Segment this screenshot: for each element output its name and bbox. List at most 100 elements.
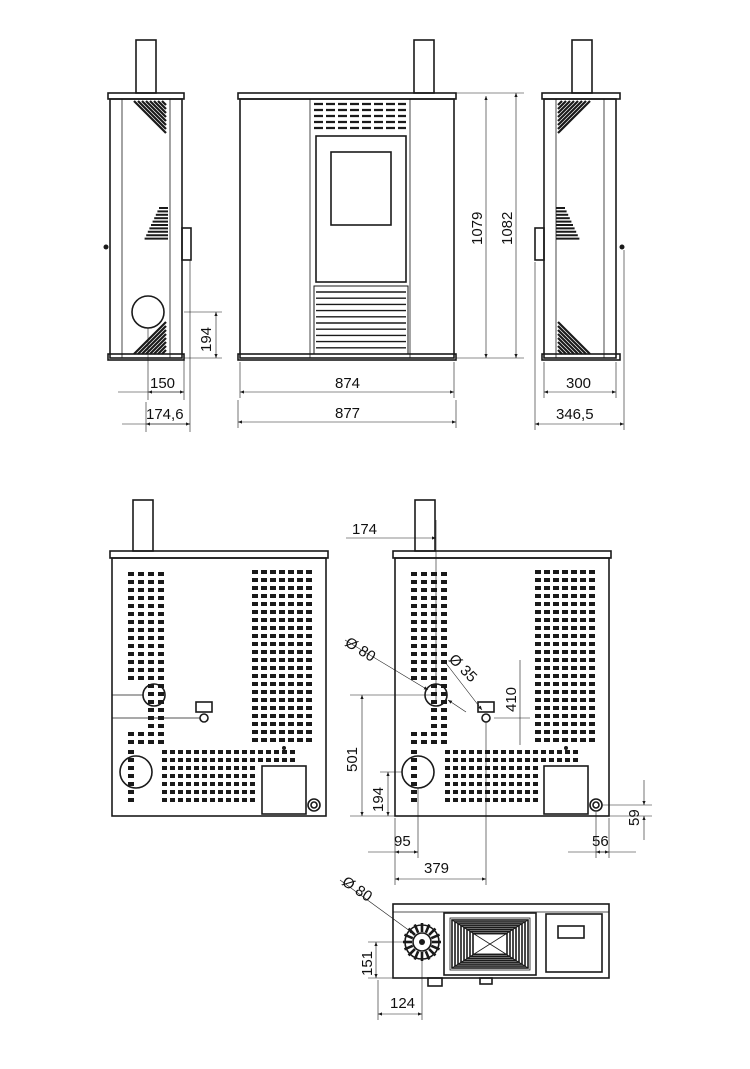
vent-slot	[525, 782, 530, 786]
vent-slot	[441, 652, 447, 656]
vent-slot	[544, 722, 550, 726]
vent-stroke	[133, 100, 167, 134]
vent-slot	[553, 602, 559, 606]
vent-slot	[266, 750, 271, 754]
vent-slot	[242, 798, 247, 802]
vent-slot	[533, 798, 538, 802]
vent-slot	[252, 722, 258, 726]
vent-stroke	[557, 325, 587, 355]
vent-slot	[261, 730, 267, 734]
vent-slot	[261, 714, 267, 718]
vent-slot	[128, 732, 134, 736]
vent-slot	[469, 782, 474, 786]
vent-slot	[261, 706, 267, 710]
vent-slot	[242, 750, 247, 754]
vent-slot	[525, 766, 530, 770]
vent-slot	[218, 758, 223, 762]
vent-slot	[148, 572, 154, 576]
vent-slot	[544, 618, 550, 622]
vent-slot	[170, 774, 175, 778]
vent-slot	[288, 650, 294, 654]
vent-slot	[553, 722, 559, 726]
vent-slot	[571, 690, 577, 694]
vent-slot	[194, 774, 199, 778]
vent-slot	[544, 674, 550, 678]
vent-slot	[589, 610, 595, 614]
dim-95: 95	[394, 833, 411, 850]
vent-slot	[279, 586, 285, 590]
vent-slot	[562, 618, 568, 622]
vent-slot	[565, 750, 570, 754]
vent-slot	[279, 650, 285, 654]
vent-slot	[441, 676, 447, 680]
vent-slot	[138, 588, 144, 592]
vent-slot	[288, 586, 294, 590]
vent-slot	[517, 766, 522, 770]
vent-stroke	[557, 100, 567, 110]
vent-slot	[571, 634, 577, 638]
vent-slot	[535, 690, 541, 694]
vent-slot	[580, 658, 586, 662]
vent-slot	[186, 774, 191, 778]
vent-slot	[533, 750, 538, 754]
grille-ring	[472, 932, 508, 956]
vent-stroke	[557, 329, 583, 355]
vent-slot	[252, 626, 258, 630]
vent-slot	[279, 722, 285, 726]
vent-slot	[421, 596, 427, 600]
vent-slot	[431, 628, 437, 632]
vent-slot	[477, 790, 482, 794]
vent-slot	[562, 602, 568, 606]
vent-slot	[573, 758, 578, 762]
vent-slot	[270, 650, 276, 654]
vent-slot	[270, 618, 276, 622]
vent-slot	[562, 586, 568, 590]
vent-slot	[525, 798, 530, 802]
vent-slot	[288, 642, 294, 646]
vent-slot	[128, 572, 134, 576]
vent-slot	[589, 706, 595, 710]
fin-stroke	[430, 944, 441, 951]
vent-slot	[411, 740, 417, 744]
vent-slot	[571, 618, 577, 622]
vent-slot	[562, 730, 568, 734]
dim-874: 874	[335, 375, 360, 392]
vent-stroke	[557, 341, 571, 355]
vent-slot	[485, 766, 490, 770]
vent-slot	[158, 668, 164, 672]
vent-slot	[445, 758, 450, 762]
vent-slot	[441, 692, 447, 696]
vent-slot	[553, 634, 559, 638]
vent-stroke	[153, 341, 167, 355]
vent-slot	[306, 586, 312, 590]
vent-slot	[580, 634, 586, 638]
vent-slot	[306, 738, 312, 742]
vent-slot	[441, 636, 447, 640]
vent-slot	[270, 658, 276, 662]
vent-stroke	[141, 100, 167, 126]
vent-slot	[194, 782, 199, 786]
vent-slot	[250, 798, 255, 802]
vent-slot	[553, 618, 559, 622]
vent-stroke	[557, 100, 591, 134]
vent-slot	[128, 580, 134, 584]
vent-stroke	[557, 349, 563, 355]
dim-300: 300	[566, 375, 591, 392]
vent-slot	[445, 782, 450, 786]
vent-slot	[270, 666, 276, 670]
vent-slot	[562, 666, 568, 670]
vent-slot	[533, 782, 538, 786]
vent-slot	[501, 766, 506, 770]
vent-slot	[178, 758, 183, 762]
vent-slot	[431, 572, 437, 576]
vent-slot	[226, 782, 231, 786]
vent-slot	[288, 698, 294, 702]
vent-slot	[441, 684, 447, 688]
vent-slot	[501, 750, 506, 754]
vent-slot	[252, 666, 258, 670]
vent-slot	[252, 634, 258, 638]
vent-slot	[270, 586, 276, 590]
dim-194-rear: 194	[370, 787, 387, 812]
vent-slot	[501, 782, 506, 786]
vent-slot	[533, 774, 538, 778]
